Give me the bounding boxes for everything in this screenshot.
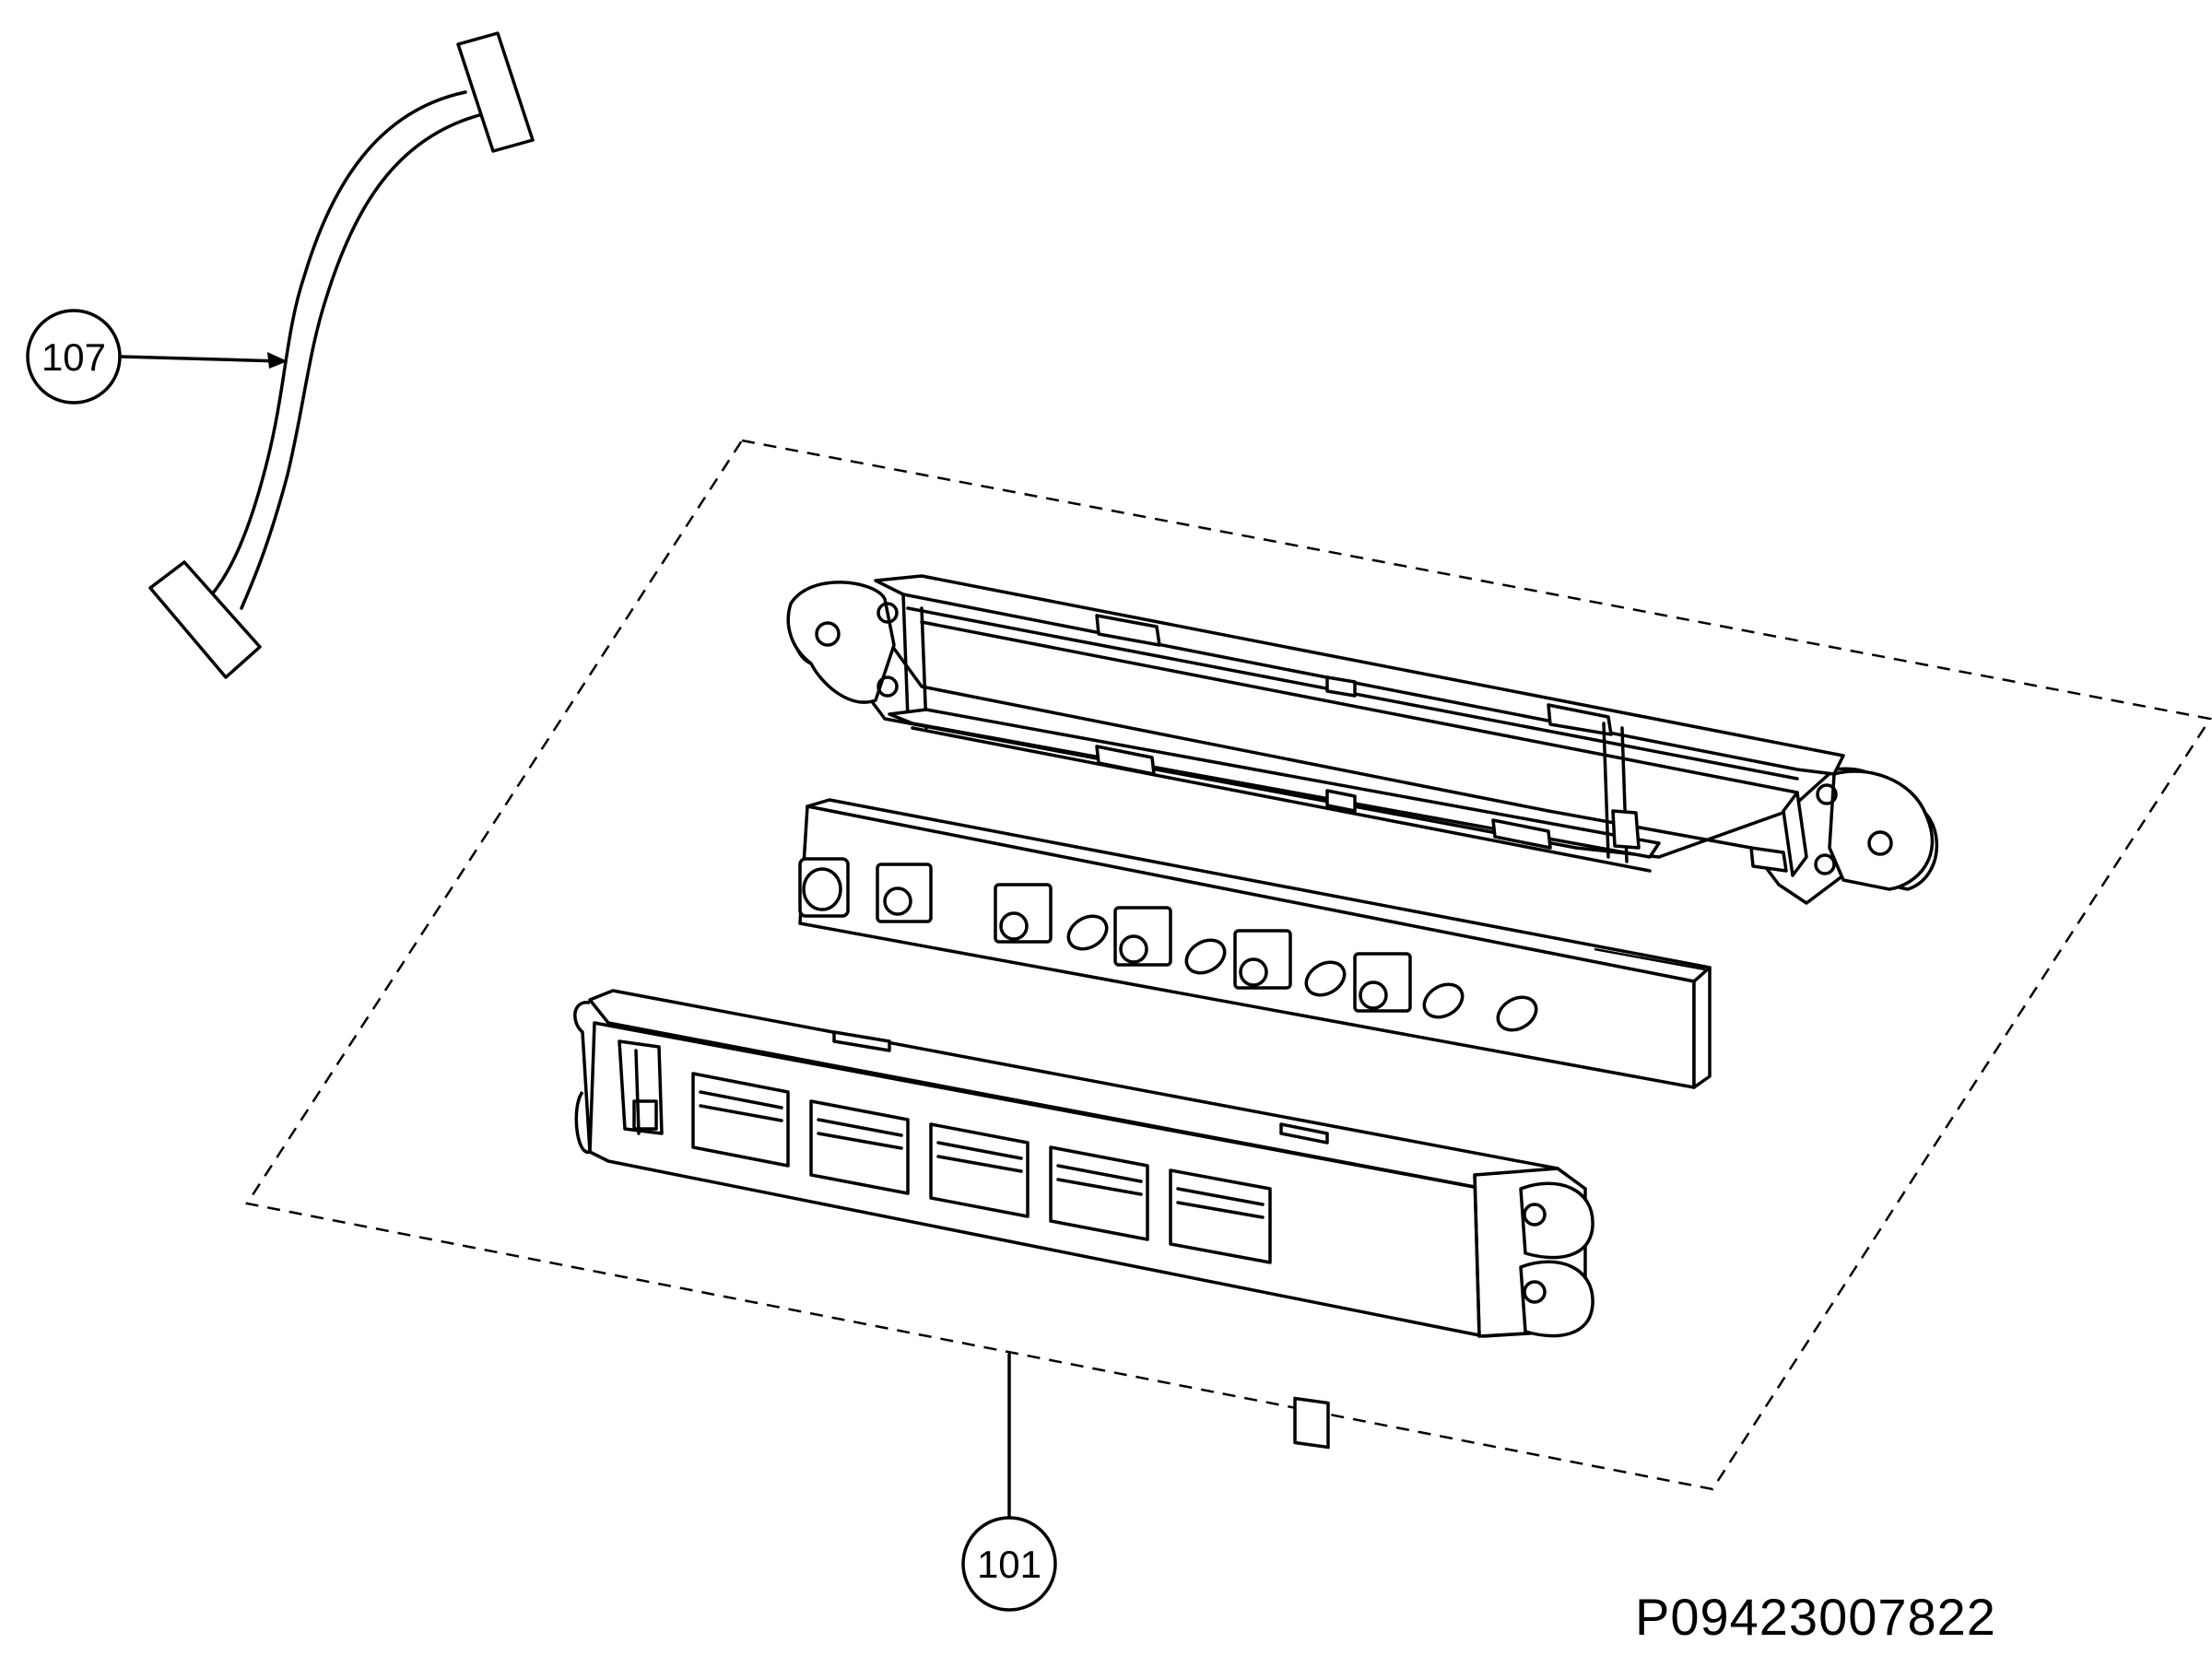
housing-button-5 (1169, 1168, 1272, 1264)
pcb-led-1 (1066, 914, 1109, 951)
housing-button-1 (691, 1072, 790, 1168)
pcb-switch-6 (1353, 952, 1412, 1013)
document-number: P09423007822 (1635, 1588, 1996, 1646)
pcb-switch-5 (1233, 929, 1292, 990)
pcb-switch-4 (1113, 906, 1172, 967)
callout-101-label: 101 (977, 1543, 1041, 1586)
pcb-switch-2 (876, 863, 933, 923)
upper-frame-bracket (786, 574, 1939, 905)
pcb-switch-3 (994, 883, 1053, 944)
bottom-connector (148, 560, 262, 679)
wire-harness-107 (148, 31, 535, 679)
button-housing-front (573, 989, 1594, 1450)
top-connector (456, 31, 535, 153)
callout-101: 101 (961, 1353, 1057, 1612)
control-pcb-board (798, 798, 1712, 1089)
pcb-led-5 (1496, 995, 1538, 1032)
pcb-led-2 (1184, 938, 1227, 975)
pcb-led-3 (1304, 960, 1347, 997)
pcb-switch-1 (798, 857, 850, 918)
housing-indicator-window (1293, 1396, 1330, 1450)
callout-107: 107 (26, 309, 288, 405)
housing-button-2 (809, 1099, 910, 1195)
assembly-boundary-101 (244, 439, 2212, 1491)
housing-button-3 (929, 1122, 1030, 1218)
housing-button-4 (1049, 1145, 1149, 1241)
pcb-led-4 (1422, 982, 1465, 1019)
callout-107-label: 107 (41, 335, 106, 379)
